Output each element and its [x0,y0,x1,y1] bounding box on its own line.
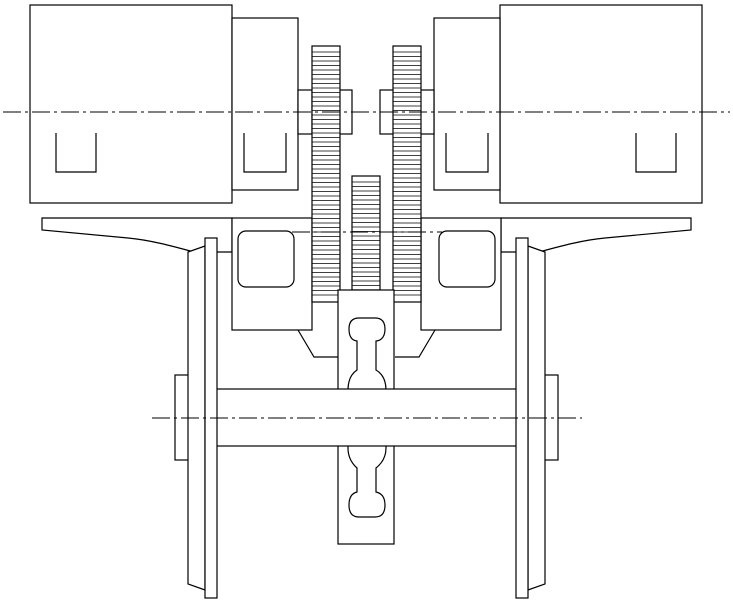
left-motor-body [29,4,233,204]
left-motor [29,4,353,204]
left-housing-taper [297,329,338,358]
right-motor-body [499,4,703,204]
left-motor-foot-2 [243,133,287,173]
frame [41,217,692,358]
left-housing-window [237,230,295,288]
center-idler-gear [351,175,381,291]
left-motor-foot-1 [55,133,97,173]
right-housing-window [438,230,496,288]
right-motor-foot-2 [635,133,677,173]
gear-train [311,45,422,303]
right-motor [379,4,703,204]
left-motor-flange [231,17,299,191]
right-housing-taper [395,329,436,358]
right-motor-foot-1 [445,133,489,173]
gear-teeth [312,51,421,296]
right-motor-flange [433,17,501,191]
centerlines [3,111,730,419]
